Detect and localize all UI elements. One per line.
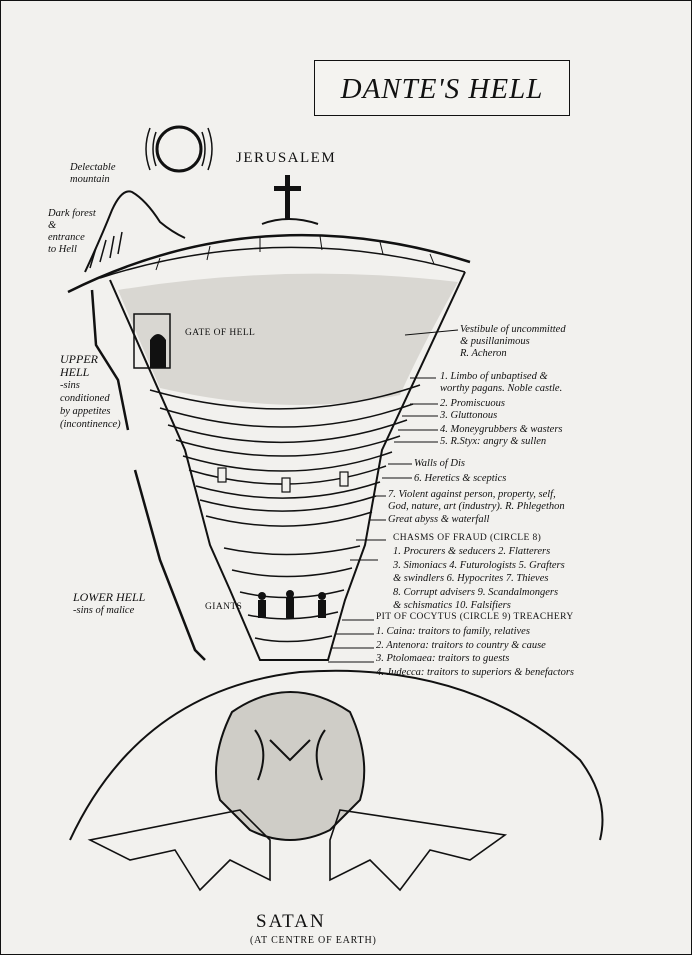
- upper-hell-label: UPPER HELL -sins conditioned by appetite…: [60, 352, 121, 431]
- satan-subtitle: (AT CENTRE OF EARTH): [250, 935, 377, 946]
- circle5-label: 5. R.Styx: angry & sullen: [440, 436, 547, 447]
- list-item: 1. Procurers & seducers 2. Flatterers: [393, 546, 551, 557]
- delectable-label: Delectable mountain: [70, 162, 116, 185]
- fraud-list: 1. Procurers & seducers 2. Flatterers 3.…: [393, 545, 565, 613]
- page-title: DANTE'S HELL: [340, 73, 544, 105]
- list-item: 2. Antenora: traitors to country & cause: [376, 639, 546, 651]
- cocytus-list: 1. Caina: traitors to family, relatives …: [376, 625, 574, 679]
- sun-icon: [145, 125, 213, 173]
- satan-label: SATAN: [256, 911, 326, 932]
- circle4-label: 4. Moneygrubbers & wasters: [440, 424, 563, 435]
- title-box: DANTE'S HELL: [314, 60, 570, 116]
- circle6-label: 6. Heretics & sceptics: [414, 473, 507, 484]
- circle3-label: 3. Gluttonous: [440, 410, 498, 421]
- giants-label: GIANTS: [205, 602, 243, 612]
- circle1-label: 1. Limbo of unbaptised & worthy pagans. …: [440, 371, 563, 394]
- list-item: & swindlers 6. Hypocrites 7. Thieves: [393, 573, 549, 584]
- cross-icon: [261, 175, 319, 225]
- circle7-label: 7. Violent against person, property, sel…: [388, 489, 565, 512]
- giants-icon: [258, 590, 326, 618]
- list-item: & schismatics 10. Falsifiers: [393, 600, 511, 611]
- walls-of-dis: [217, 467, 349, 493]
- delectable-mountain-icon: [84, 190, 186, 273]
- gate-label: GATE OF HELL: [185, 328, 256, 338]
- walls-label: Walls of Dis: [414, 458, 465, 469]
- satan-figure: [87, 691, 508, 892]
- list-item: 3. Simoniacs 4. Futurologists 5. Grafter…: [393, 559, 565, 571]
- list-item: 1. Caina: traitors to family, relatives: [376, 626, 530, 637]
- gate-of-hell-icon: [133, 313, 171, 369]
- abyss-label: Great abyss & waterfall: [388, 514, 490, 525]
- jerusalem-label: JERUSALEM: [236, 150, 337, 166]
- circle-bands: [149, 384, 421, 643]
- list-item: 3. Ptolomaea: traitors to guests: [376, 653, 510, 664]
- lower-hell-label: LOWER HELL -sins of malice: [73, 590, 146, 616]
- dark-forest-label: Dark forest & entrance to Hell: [48, 208, 96, 255]
- vestibule-label: Vestibule of uncommitted & pusillanimous…: [460, 324, 566, 359]
- cocytus-title: PIT OF COCYTUS (CIRCLE 9) TREACHERY: [376, 612, 574, 622]
- earth-core: [69, 669, 604, 841]
- earth-surface: [67, 233, 471, 294]
- circle2-label: 2. Promiscuous: [440, 398, 505, 409]
- fraud-title: CHASMS OF FRAUD (CIRCLE 8): [393, 533, 542, 543]
- list-item: 4. Judecca: traitors to superiors & bene…: [376, 666, 575, 678]
- list-item: 8. Corrupt advisers 9. Scandalmongers: [393, 586, 559, 598]
